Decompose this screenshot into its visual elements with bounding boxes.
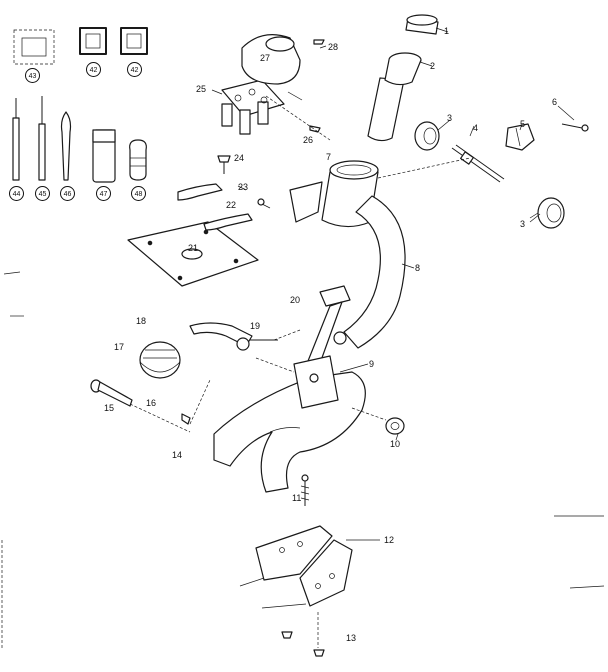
part-lower-housing-left bbox=[255, 525, 333, 581]
part-lower-housing-right bbox=[299, 539, 353, 607]
callout-19: 19 bbox=[250, 321, 261, 331]
callout-26: 26 bbox=[303, 135, 314, 145]
assembly-lines bbox=[129, 95, 471, 648]
callout-7: 7 bbox=[326, 152, 332, 162]
part-focus-knob-upper bbox=[414, 121, 440, 151]
part-washer-10 bbox=[385, 417, 405, 435]
callout-27: 27 bbox=[260, 53, 271, 63]
part-stage-plate bbox=[127, 221, 259, 287]
part-foot-screw-a bbox=[281, 631, 293, 639]
callout-28: 28 bbox=[328, 42, 339, 52]
callout-21: 21 bbox=[188, 243, 199, 253]
accessory-slide-box bbox=[13, 29, 55, 65]
callout-22: 22 bbox=[226, 200, 237, 210]
part-clip-screw-24 bbox=[217, 155, 231, 174]
part-stage-clip-23 bbox=[177, 183, 223, 201]
part-mirror bbox=[139, 341, 181, 379]
callout-8: 8 bbox=[415, 263, 421, 273]
accessory-slide-2 bbox=[120, 27, 148, 55]
accessory-probe bbox=[38, 96, 46, 181]
callout-13: 13 bbox=[346, 633, 357, 643]
part-screw-28 bbox=[313, 39, 325, 45]
part-pivot-bolt bbox=[90, 379, 133, 407]
accessory-label-48: 48 bbox=[131, 186, 146, 201]
accessory-vial bbox=[92, 129, 116, 183]
part-pillar bbox=[293, 355, 339, 409]
margin-ticks bbox=[1, 271, 605, 650]
callout-12: 12 bbox=[384, 535, 395, 545]
part-screw-14 bbox=[181, 413, 191, 425]
callout-2: 2 bbox=[430, 61, 436, 71]
callout-20: 20 bbox=[290, 295, 301, 305]
part-stage-clip-22 bbox=[203, 198, 265, 231]
callout-14: 14 bbox=[172, 450, 183, 460]
part-mirror-fork bbox=[189, 322, 278, 351]
callout-11: 11 bbox=[292, 493, 302, 503]
accessory-label-42b: 42 bbox=[127, 62, 142, 77]
part-foot-screw-b bbox=[313, 649, 325, 657]
part-eyepiece-tube bbox=[367, 52, 422, 142]
callout-1: 1 bbox=[444, 26, 450, 36]
part-base bbox=[213, 371, 366, 493]
callout-23: 23 bbox=[238, 182, 249, 192]
part-wood-screw-11 bbox=[300, 474, 310, 506]
callout-6: 6 bbox=[552, 97, 558, 107]
accessory-label-42a: 42 bbox=[86, 62, 101, 77]
part-eyepiece-cap bbox=[405, 14, 439, 35]
callout-17: 17 bbox=[114, 342, 125, 352]
callout-10: 10 bbox=[390, 439, 401, 449]
part-screw-6 bbox=[561, 123, 589, 132]
part-arm bbox=[343, 195, 406, 349]
callout-16: 16 bbox=[146, 398, 157, 408]
part-focus-shaft bbox=[451, 144, 505, 183]
part-screw-26 bbox=[309, 125, 321, 133]
callout-24: 24 bbox=[234, 153, 245, 163]
accessory-label-47: 47 bbox=[96, 186, 111, 201]
accessory-slide-1 bbox=[79, 27, 107, 55]
accessory-label-43: 43 bbox=[25, 68, 40, 83]
leader-lines bbox=[211, 27, 575, 541]
part-rack-bracket bbox=[505, 123, 535, 151]
accessory-label-46: 46 bbox=[60, 186, 75, 201]
accessory-dissecting-needle bbox=[12, 98, 20, 181]
accessory-bulb bbox=[129, 139, 147, 181]
part-objective-turret bbox=[221, 79, 285, 135]
callout-3-lower: 3 bbox=[520, 219, 526, 229]
callout-3-upper: 3 bbox=[447, 113, 453, 123]
callout-25: 25 bbox=[196, 84, 207, 94]
callout-18: 18 bbox=[136, 316, 147, 326]
accessory-label-45: 45 bbox=[35, 186, 50, 201]
callout-5: 5 bbox=[520, 119, 526, 129]
part-focus-knob-lower bbox=[529, 197, 565, 229]
part-head-casting bbox=[241, 34, 301, 85]
callout-15: 15 bbox=[104, 403, 115, 413]
accessory-label-44: 44 bbox=[9, 186, 24, 201]
callout-9: 9 bbox=[369, 359, 375, 369]
callout-4: 4 bbox=[473, 123, 479, 133]
accessory-tweezers bbox=[60, 111, 72, 181]
part-prism-plate bbox=[289, 181, 323, 223]
